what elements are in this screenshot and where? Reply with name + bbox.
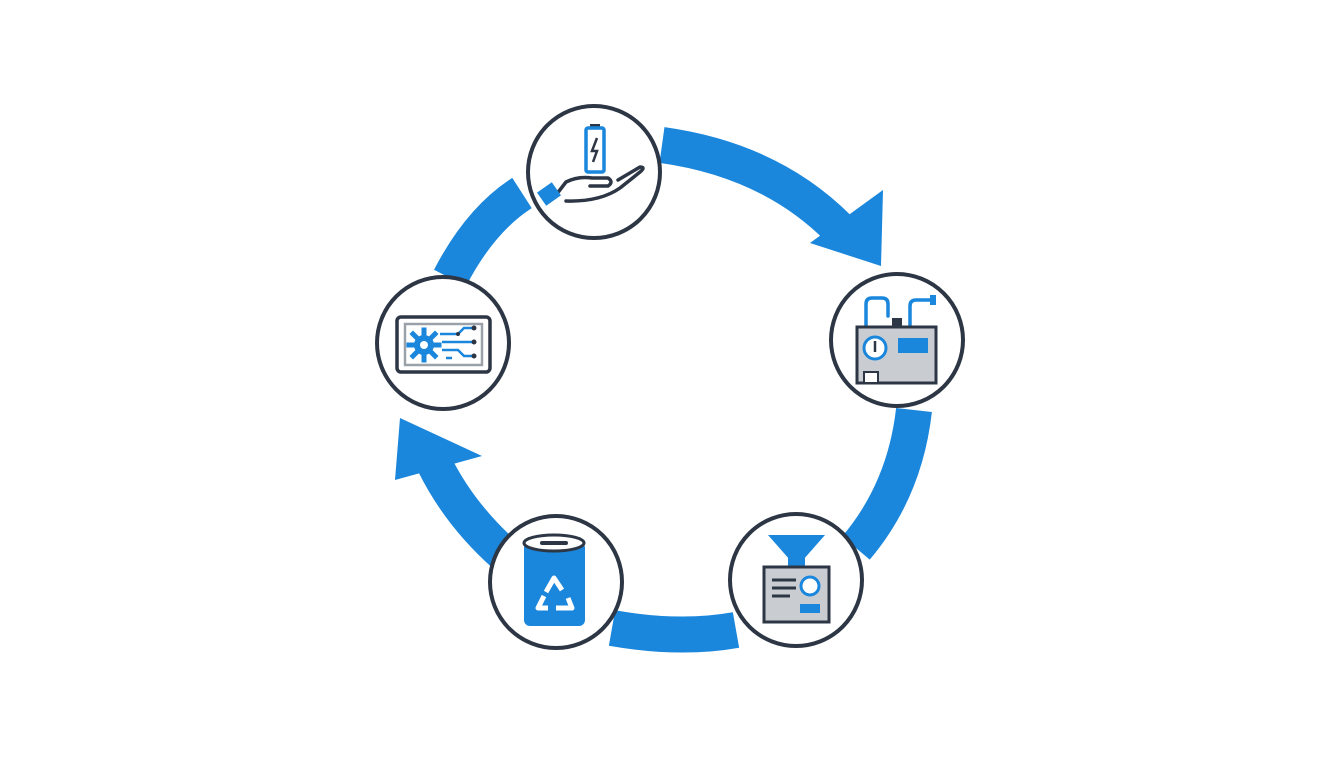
industrial-machine-pipes-icon bbox=[855, 295, 938, 385]
hand-holding-battery-icon bbox=[537, 124, 645, 206]
node-processing-plant bbox=[829, 272, 965, 408]
hopper-crusher-machine-icon bbox=[762, 535, 831, 624]
arrow-circuit-to-battery bbox=[434, 177, 533, 287]
recycle-symbol-icon bbox=[535, 575, 575, 611]
node-circuit-board bbox=[375, 275, 511, 411]
node-battery-in-hand bbox=[526, 104, 662, 240]
arrow-plant-to-hopper bbox=[842, 407, 932, 560]
arrowhead-right-icon bbox=[810, 190, 883, 266]
arrow-battery-to-plant bbox=[659, 127, 883, 266]
node-recycling-bin bbox=[488, 514, 624, 650]
cycle-arrows bbox=[395, 127, 932, 653]
gear-icon bbox=[406, 327, 442, 363]
arrow-bin-to-circuit bbox=[395, 418, 518, 569]
circuit-board-gear-icon bbox=[395, 315, 492, 374]
arrowhead-left-icon bbox=[395, 418, 482, 480]
node-hopper-machine bbox=[728, 512, 864, 648]
recycling-bin-icon bbox=[522, 533, 586, 626]
arrow-hopper-to-bin bbox=[608, 610, 740, 653]
